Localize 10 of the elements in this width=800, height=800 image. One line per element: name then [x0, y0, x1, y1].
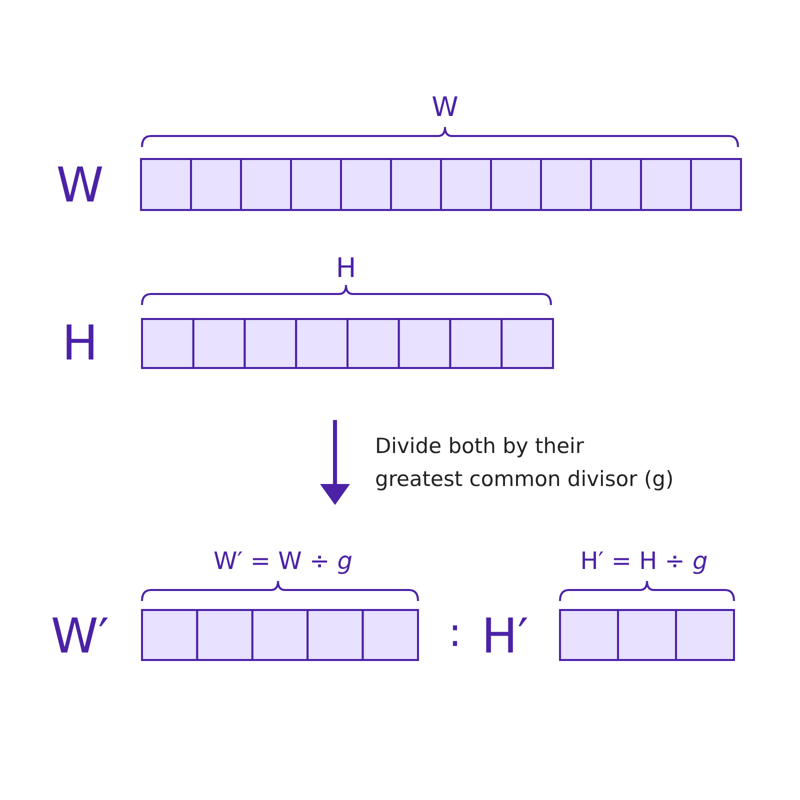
variable-label: W′: [50, 610, 110, 664]
brace-label: W′ = W ÷ g: [214, 548, 352, 574]
instruction-text: Divide both by their greatest common divisor (g): [375, 433, 675, 493]
variable-label: H′: [482, 610, 528, 664]
brace-label: H: [336, 254, 356, 284]
variable-label: W: [56, 160, 104, 212]
variable-label: H: [62, 318, 98, 370]
brace-label: H′ = H ÷ g: [580, 548, 708, 574]
ratio-colon: :: [448, 611, 462, 655]
brace-label: W: [432, 93, 458, 123]
